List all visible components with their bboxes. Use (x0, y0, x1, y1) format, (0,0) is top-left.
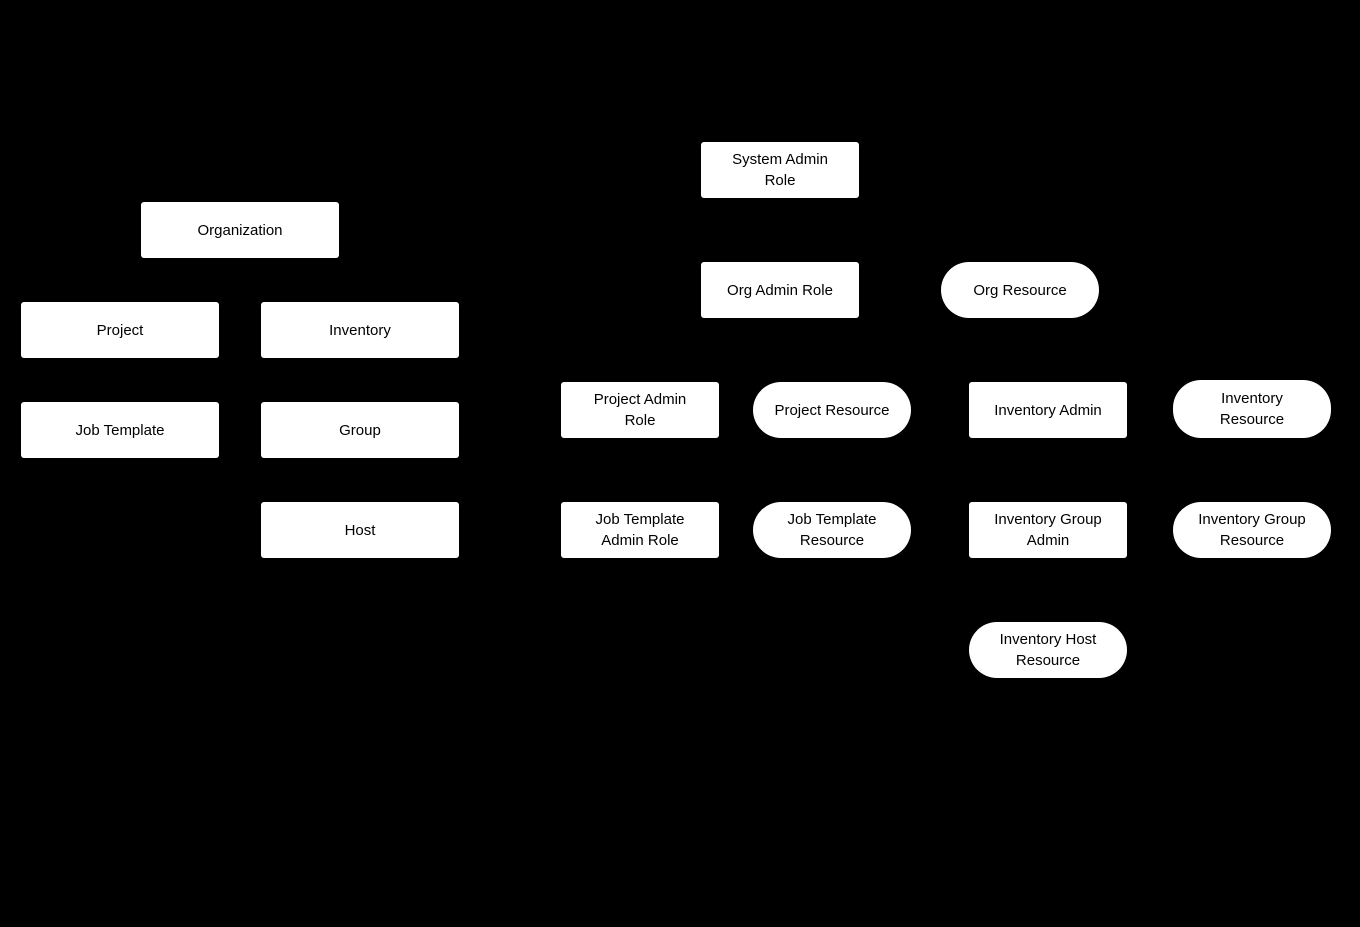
node-inventory-group-admin: Inventory Group Admin (969, 502, 1127, 558)
node-project: Project (21, 302, 219, 358)
node-job-template-resource: Job Template Resource (753, 502, 911, 558)
node-inventory-admin: Inventory Admin (969, 382, 1127, 438)
node-job-template-admin-role: Job Template Admin Role (561, 502, 719, 558)
node-project-resource: Project Resource (753, 382, 911, 438)
node-org-resource: Org Resource (941, 262, 1099, 318)
node-inventory-resource: Inventory Resource (1173, 380, 1331, 438)
node-job-template: Job Template (21, 402, 219, 458)
node-inventory-host-resource: Inventory Host Resource (969, 622, 1127, 678)
node-org-admin-role: Org Admin Role (701, 262, 859, 318)
node-inventory: Inventory (261, 302, 459, 358)
node-project-admin-role: Project Admin Role (561, 382, 719, 438)
node-group: Group (261, 402, 459, 458)
node-system-admin-role: System Admin Role (701, 142, 859, 198)
node-host: Host (261, 502, 459, 558)
node-organization: Organization (141, 202, 339, 258)
node-inventory-group-resource: Inventory Group Resource (1173, 502, 1331, 558)
